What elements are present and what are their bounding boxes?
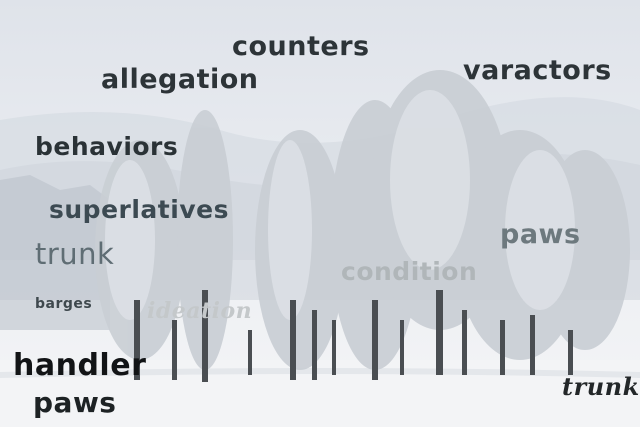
word-condition: condition: [341, 257, 478, 286]
word-counters: counters: [232, 31, 370, 62]
word-handler: handler: [13, 348, 147, 383]
word-paws-bottom: paws: [33, 386, 117, 419]
word-paws-right: paws: [500, 219, 581, 250]
word-ideation: ideation: [147, 298, 253, 324]
word-varactors: varactors: [463, 55, 612, 86]
word-trunk-bottom: trunk: [562, 372, 640, 401]
word-barges: barges: [35, 296, 93, 312]
frost-highlights: [105, 90, 575, 320]
forest-haze: [0, 175, 110, 330]
word-allegation: allegation: [101, 64, 259, 95]
word-trunk-top: trunk: [35, 237, 115, 271]
tree-trunks: [134, 290, 573, 382]
word-behaviors: behaviors: [35, 132, 179, 161]
word-superlatives: superlatives: [49, 195, 229, 224]
ground-shadow: [0, 368, 640, 378]
